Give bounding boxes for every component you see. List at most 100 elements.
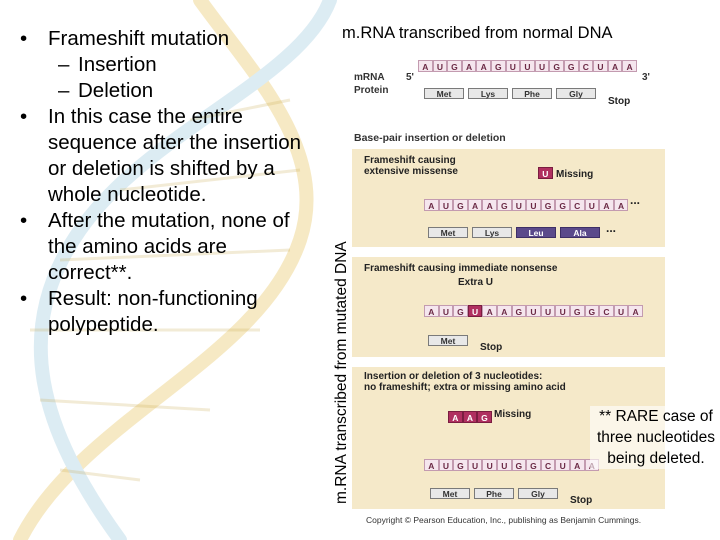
nucleotide: U — [496, 459, 512, 471]
nucleotide: A — [424, 459, 439, 471]
amino-acid: Phe — [474, 488, 514, 499]
nucleotide: G — [540, 199, 556, 211]
nucleotide: A — [496, 305, 512, 317]
nucleotide: C — [569, 199, 585, 211]
bullet-result: Result: non-functioning polypeptide. — [12, 286, 312, 338]
panel1-missing-nt: U — [538, 167, 553, 179]
nucleotide: U — [534, 60, 550, 72]
nucleotide: G — [490, 60, 506, 72]
normal-amino-acids: Met Lys Phe Gly — [424, 88, 596, 99]
amino-acid: Lys — [472, 227, 512, 238]
bullet-shift-explanation: In this case the entire sequence after t… — [12, 104, 312, 208]
section-title: Base-pair insertion or deletion — [354, 132, 506, 144]
panel1-title-line2: extensive missense — [364, 166, 458, 177]
nucleotide: U — [613, 305, 629, 317]
nucleotide: G — [496, 199, 512, 211]
nucleotide: A — [462, 411, 478, 423]
caption-normal: m.RNA transcribed from normal DNA — [342, 24, 613, 42]
nucleotide: C — [599, 305, 614, 317]
nucleotide: A — [622, 60, 637, 72]
nucleotide: A — [476, 60, 491, 72]
panel3-title-line2: no frameshift; extra or missing amino ac… — [364, 382, 566, 393]
amino-acid: Met — [430, 488, 470, 499]
nucleotide: A — [607, 60, 623, 72]
amino-acid: Leu — [516, 227, 556, 238]
nucleotide: U — [511, 199, 527, 211]
nucleotide: A — [461, 60, 477, 72]
panel3-stop-label: Stop — [570, 495, 593, 506]
nucleotide: U — [432, 60, 448, 72]
panel3-title-line1: Insertion or deletion of 3 nucleotides: — [364, 371, 543, 382]
nucleotide: U — [584, 199, 600, 211]
nucleotide: G — [526, 459, 541, 471]
panel2-extra-label: Extra U — [458, 277, 494, 288]
panel1-seq-ellipsis: ... — [630, 193, 641, 207]
panel-nonsense: Frameshift causing immediate nonsense Ex… — [352, 257, 665, 357]
nucleotide: G — [549, 60, 564, 72]
nucleotide: A — [467, 199, 483, 211]
nucleotide: G — [555, 199, 570, 211]
nucleotide: G — [453, 459, 468, 471]
nucleotide: A — [448, 411, 463, 423]
nucleotide: U — [555, 305, 570, 317]
amino-acid: Met — [424, 88, 464, 99]
sub-bullet-deletion: Deletion — [12, 78, 312, 104]
panel1-missing-label: Missing — [556, 169, 594, 180]
nucleotide: A — [569, 459, 585, 471]
copyright-notice: Copyright © Pearson Education, Inc., pub… — [366, 515, 642, 525]
mrna-label: mRNA — [354, 72, 385, 83]
amino-acid: Lys — [468, 88, 508, 99]
panel1-aa-ellipsis: ... — [606, 221, 617, 235]
nucleotide: A — [613, 199, 629, 211]
nucleotide: U — [520, 60, 535, 72]
sub-bullet-insertion: Insertion — [12, 52, 312, 78]
nucleotide: U — [467, 305, 483, 317]
amino-acid: Phe — [512, 88, 552, 99]
nucleotide: G — [453, 305, 468, 317]
bullet-list: Frameshift mutation Insertion Deletion I… — [12, 26, 312, 338]
nucleotide: A — [628, 305, 643, 317]
nucleotide: A — [482, 305, 497, 317]
nucleotide: U — [482, 459, 497, 471]
vertical-label-mutated: m.RNA transcribed from mutated DNA — [333, 241, 350, 504]
nucleotide: G — [511, 305, 527, 317]
panel-missense: Frameshift causing extensive missense U … — [352, 149, 665, 247]
protein-label: Protein — [354, 85, 389, 96]
panel3-sequence: AUGUUUGGCUAA — [424, 459, 600, 471]
nucleotide: G — [453, 199, 468, 211]
bullet-after-mutation: After the mutation, none of the amino ac… — [12, 208, 312, 286]
nucleotide: G — [584, 305, 600, 317]
nucleotide: A — [424, 305, 439, 317]
nucleotide: U — [438, 459, 454, 471]
nucleotide: U — [505, 60, 521, 72]
nucleotide: A — [418, 60, 433, 72]
panel3-missing-label: Missing — [494, 409, 532, 420]
nucleotide: A — [599, 199, 614, 211]
nucleotide: A — [482, 199, 497, 211]
amino-acid: Met — [428, 335, 468, 346]
panel2-amino-acids: Met — [428, 335, 468, 346]
nucleotide: U — [438, 199, 454, 211]
amino-acid: Gly — [518, 488, 558, 499]
nucleotide: C — [540, 459, 556, 471]
panel2-stop-label: Stop — [480, 342, 503, 353]
three-prime-label: 3' — [642, 72, 650, 83]
nucleotide: G — [447, 60, 462, 72]
nucleotide: U — [526, 199, 541, 211]
bullet-frameshift: Frameshift mutation — [12, 26, 312, 52]
nucleotide: U — [438, 305, 454, 317]
nucleotide: U — [526, 305, 541, 317]
nucleotide: G — [477, 411, 492, 423]
rare-case-note: ** RARE case of three nucleotides being … — [590, 406, 720, 469]
amino-acid: Gly — [556, 88, 596, 99]
nucleotide: U — [593, 60, 608, 72]
nucleotide: U — [467, 459, 483, 471]
nucleotide: C — [578, 60, 594, 72]
panel3-amino-acids: Met Phe Gly — [430, 488, 558, 499]
nucleotide: A — [424, 199, 439, 211]
